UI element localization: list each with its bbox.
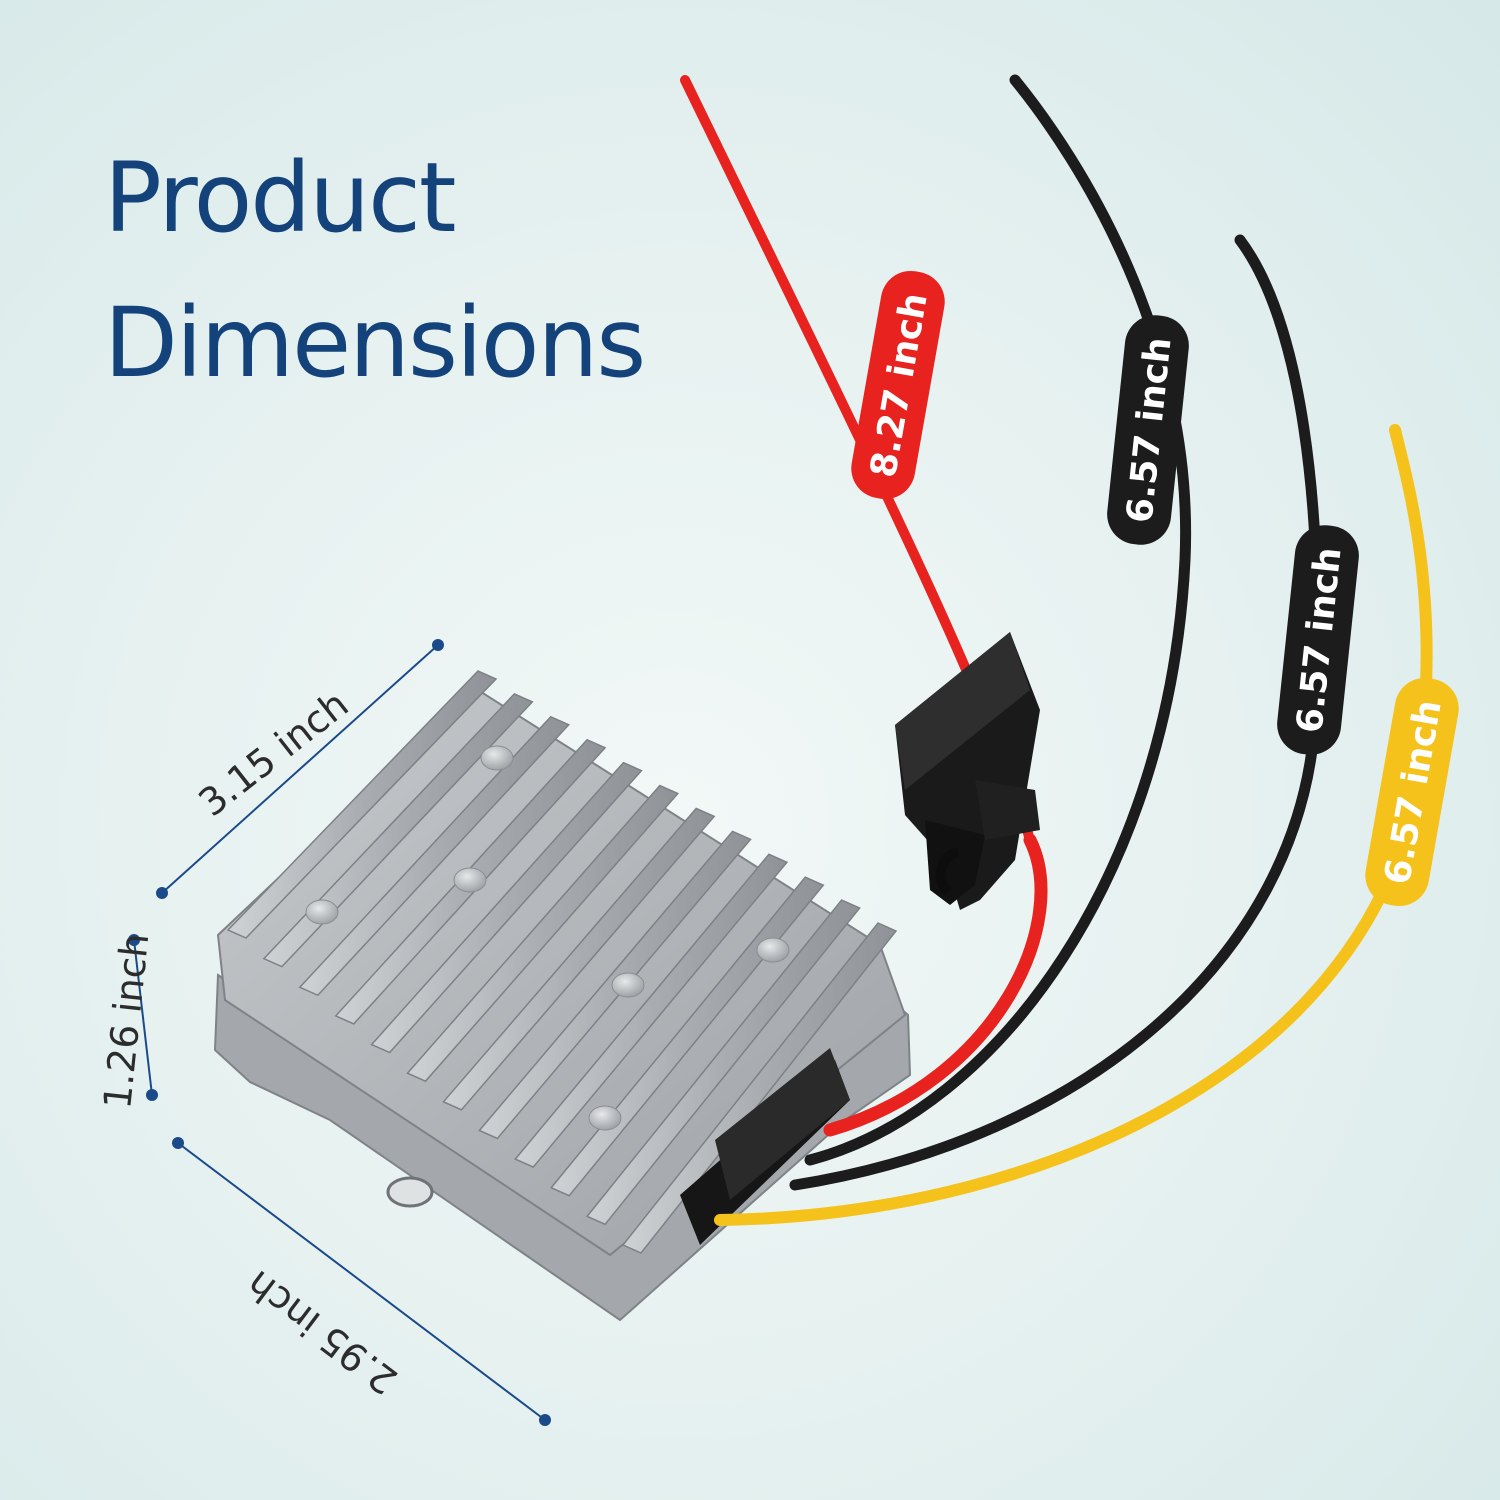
bolt xyxy=(305,899,339,925)
bolt xyxy=(611,972,645,998)
dimension-length-label: 3.15 inch xyxy=(190,682,356,825)
housing-bolts xyxy=(305,745,790,1131)
wire-tag-black-2: 6.57 inch xyxy=(1277,525,1359,755)
heatsink-fin xyxy=(226,670,498,939)
dimension-height-label: 1.26 inch xyxy=(95,931,157,1111)
bolt xyxy=(588,1105,622,1131)
title-product: Product xyxy=(104,142,456,254)
heatsink-fin xyxy=(514,853,789,1169)
fuse-holder-icon xyxy=(895,632,1040,910)
heatsink-fin xyxy=(370,761,643,1054)
bolt xyxy=(756,937,790,963)
converter-housing-icon xyxy=(213,670,912,1322)
wire-tag-red: 8.27 inch xyxy=(851,270,945,500)
wire-tag-yellow: 6.57 inch xyxy=(1365,677,1459,907)
heatsink-fin xyxy=(406,784,680,1083)
heatsink-fin xyxy=(621,922,898,1254)
heatsink-fin xyxy=(442,807,716,1111)
bolt xyxy=(480,745,514,771)
heatsink-fin xyxy=(298,715,570,997)
wire-tag-black-1: 6.57 inch xyxy=(1107,315,1189,545)
heatsink-fin xyxy=(262,693,534,968)
dimension-height: 1.26 inch xyxy=(95,931,158,1111)
bolt xyxy=(453,867,487,893)
dimension-width-label: 2.95 inch xyxy=(238,1262,405,1403)
title-dimensions: Dimensions xyxy=(104,287,646,399)
heatsink-fin xyxy=(585,899,861,1226)
